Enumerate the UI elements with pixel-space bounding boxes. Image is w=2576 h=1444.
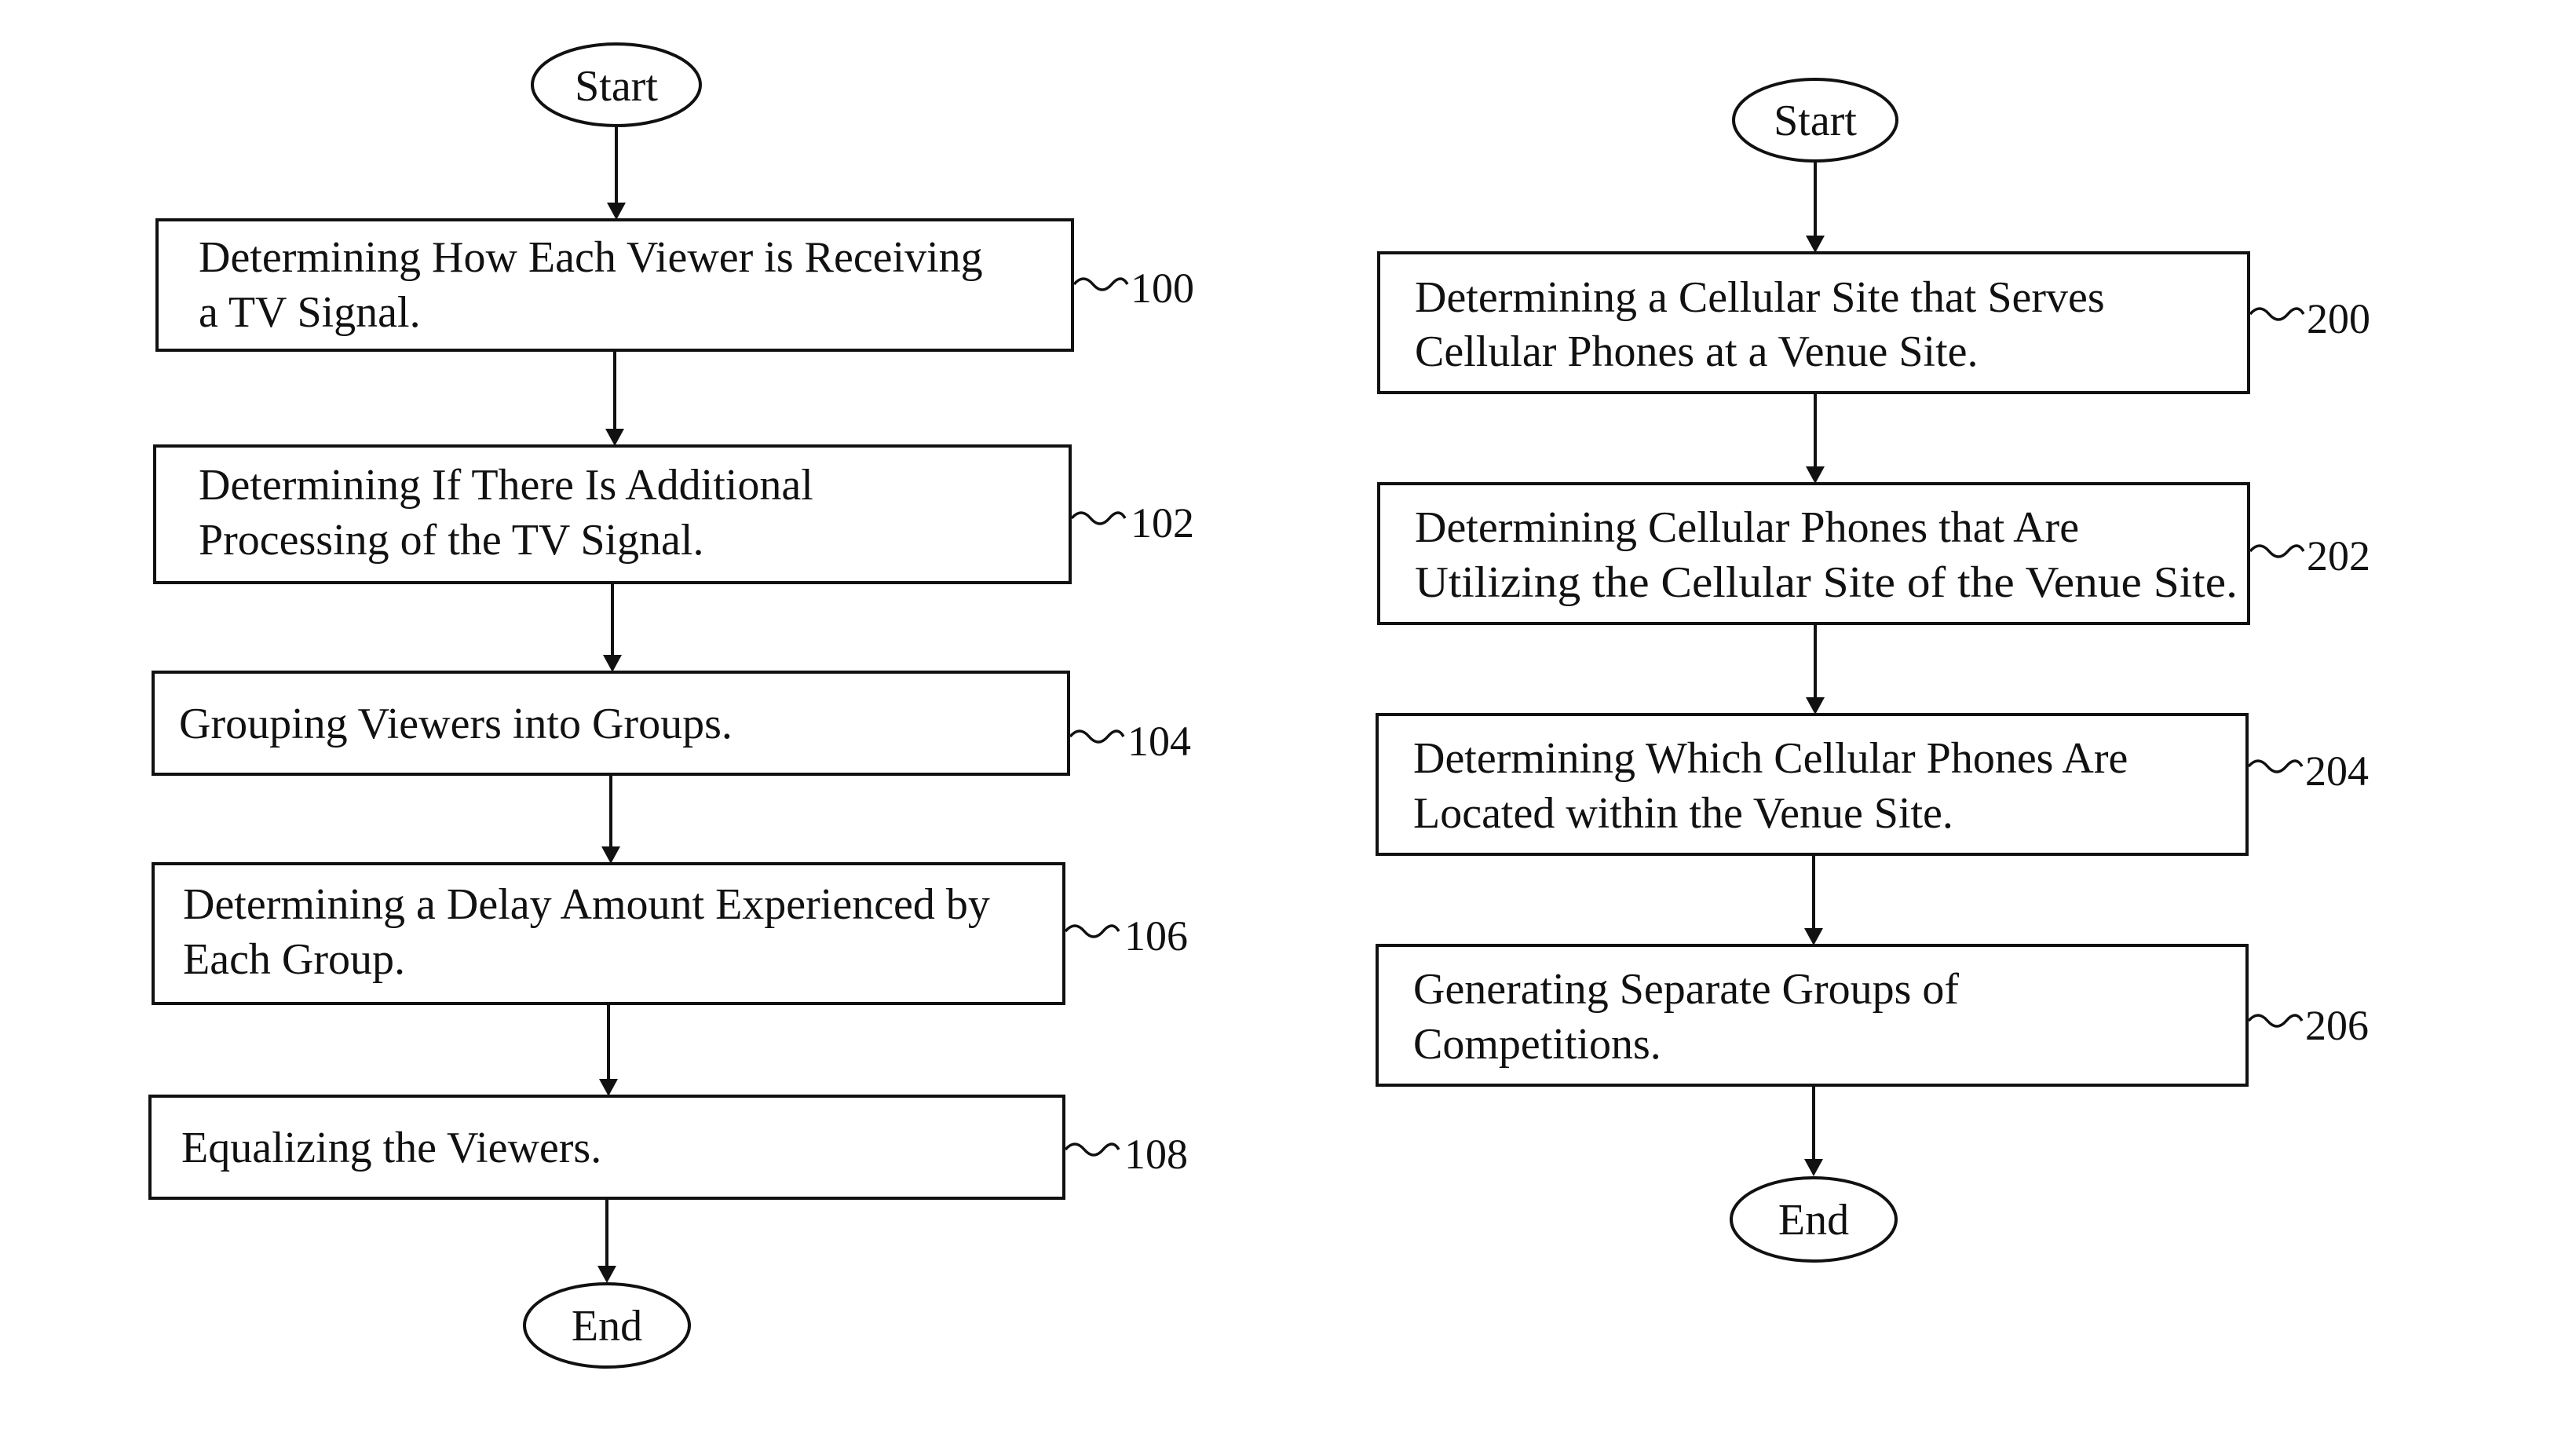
- leader-204: [2249, 761, 2302, 772]
- leader-104: [1070, 731, 1124, 742]
- process-step-106: Determining a Delay Amount Experienced b…: [153, 864, 1188, 1003]
- step-106-line-2: Each Group.: [183, 935, 405, 984]
- ref-100: 100: [1131, 265, 1194, 312]
- ref-200: 200: [2307, 295, 2370, 342]
- arrowhead: [603, 655, 622, 672]
- arrowhead: [607, 203, 626, 220]
- arrowhead: [1806, 697, 1825, 715]
- arrowhead: [1806, 466, 1825, 484]
- step-100-line-2: a TV Signal.: [199, 288, 421, 337]
- step-106-line-1: Determining a Delay Amount Experienced b…: [183, 880, 990, 929]
- process-step-108: Equalizing the Viewers. 108: [150, 1096, 1188, 1198]
- start-label: Start: [575, 62, 658, 111]
- step-202-line-2: Utilizing the Cellular Site of the Venue…: [1415, 558, 2238, 607]
- end-label: End: [1778, 1196, 1849, 1245]
- ref-108: 108: [1124, 1131, 1188, 1178]
- step-104-line-1: Grouping Viewers into Groups.: [179, 700, 733, 748]
- step-200-line-2: Cellular Phones at a Venue Site.: [1415, 327, 1979, 376]
- step-102-line-2: Processing of the TV Signal.: [199, 516, 703, 565]
- leader-206: [2249, 1015, 2302, 1026]
- step-204-line-2: Located within the Venue Site.: [1413, 789, 1953, 838]
- arrowhead: [605, 429, 624, 446]
- leader-202: [2250, 546, 2304, 557]
- step-102-line-1: Determining If There Is Additional: [199, 461, 813, 510]
- ref-204: 204: [2305, 748, 2369, 795]
- process-step-202: Determining Cellular Phones that Are Uti…: [1379, 484, 2370, 623]
- end-label: End: [572, 1302, 642, 1351]
- start-label: Start: [1774, 97, 1857, 145]
- leader-100: [1074, 279, 1127, 290]
- ref-102: 102: [1131, 499, 1194, 547]
- step-206-line-1: Generating Separate Groups of: [1413, 965, 1959, 1014]
- ref-206: 206: [2305, 1002, 2369, 1049]
- process-step-102: Determining If There Is Additional Proce…: [155, 446, 1194, 583]
- arrowhead: [1804, 928, 1823, 945]
- ref-202: 202: [2307, 532, 2370, 579]
- ref-104: 104: [1127, 718, 1191, 765]
- leader-200: [2250, 309, 2304, 320]
- step-200-line-1: Determining a Cellular Site that Serves: [1415, 273, 2105, 322]
- leader-102: [1072, 513, 1125, 524]
- step-204-line-1: Determining Which Cellular Phones Are: [1413, 734, 2128, 783]
- step-206-line-2: Competitions.: [1413, 1020, 1661, 1069]
- arrowhead: [601, 846, 620, 864]
- process-step-104: Grouping Viewers into Groups. 104: [153, 672, 1191, 774]
- process-step-100: Determining How Each Viewer is Receiving…: [157, 220, 1194, 350]
- leader-106: [1065, 926, 1119, 937]
- step-108-line-1: Equalizing the Viewers.: [181, 1124, 601, 1172]
- arrowhead: [597, 1266, 616, 1283]
- process-step-204: Determining Which Cellular Phones Are Lo…: [1377, 715, 2369, 854]
- step-202-line-1: Determining Cellular Phones that Are: [1415, 503, 2079, 552]
- process-step-200: Determining a Cellular Site that Serves …: [1379, 253, 2370, 393]
- step-100-line-1: Determining How Each Viewer is Receiving: [199, 233, 983, 282]
- arrowhead: [1804, 1159, 1823, 1176]
- flowchart-right: Start Determining a Cellular Site that S…: [1377, 79, 2370, 1261]
- ref-106: 106: [1124, 912, 1188, 960]
- arrowhead: [1806, 236, 1825, 253]
- flowchart-left: Start Determining How Each Viewer is Rec…: [150, 44, 1194, 1367]
- arrowhead: [599, 1079, 618, 1096]
- process-step-206: Generating Separate Groups of Competitio…: [1377, 945, 2369, 1085]
- leader-108: [1065, 1144, 1119, 1155]
